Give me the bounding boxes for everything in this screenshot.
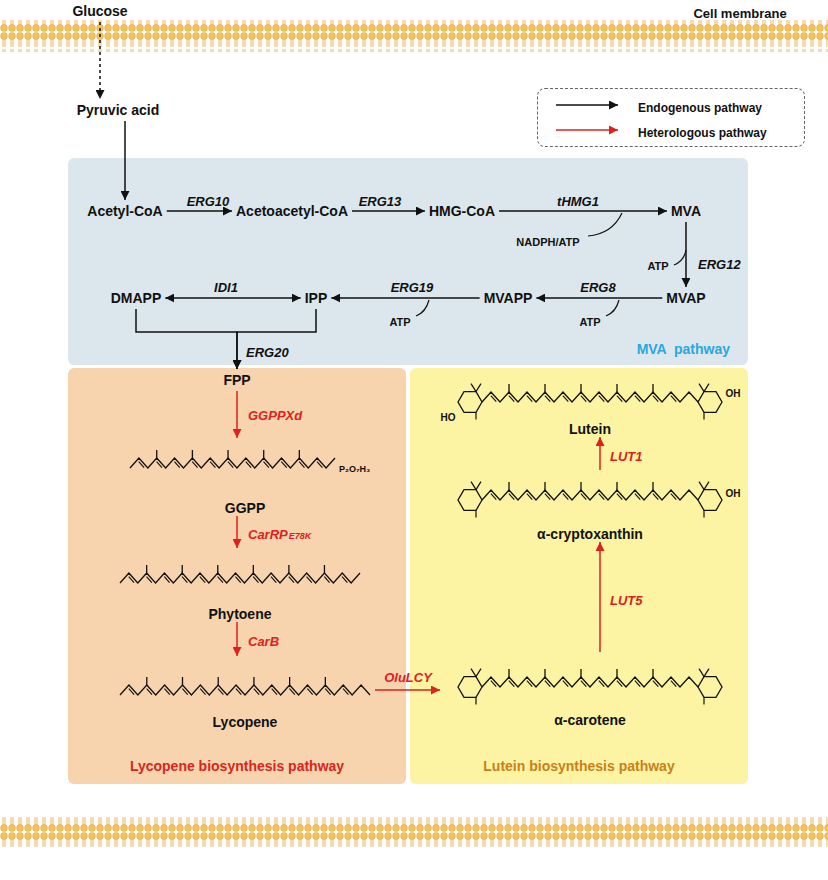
pathway-title: Lutein biosynthesis pathway [483,758,674,774]
metabolite-name: MVAPP [484,290,533,306]
pathway-arrow [685,222,687,287]
pathway-arrow [499,210,667,212]
legend-box: Endogenous pathwayHeterologous pathway [537,88,805,147]
pathway-band: Lycopene biosynthesis pathway FPP GGPP Phyt… [68,368,406,784]
pathway-arrow [599,437,601,470]
metabolite-name: α-cryptoxanthin [537,526,643,542]
enzyme-label: GGPPXd [248,408,302,423]
chem-group: P₂O₇H₃ [339,464,370,474]
structure-node: Lutein [440,375,740,437]
metabolite-label: MVA [667,200,705,222]
structure-node: Phytoene [115,548,365,622]
metabolite-name: DMAPP [111,290,162,306]
cell-membrane [0,815,828,847]
legend-text: Heterologous pathway [638,121,767,146]
pathway-arrow [236,516,238,548]
cofactor-curves [416,213,686,316]
pathway-arrow [352,210,425,212]
cofactor-label: NADPH/ATP [516,236,579,248]
enzyme-label: LUT1 [610,449,643,464]
chem-group: HO [441,412,456,423]
metabolite-name: Lutein [569,421,611,437]
metabolite-label: Acetoacetyl-CoA [232,200,352,222]
metabolite-name: Acetoacetyl-CoA [236,203,348,219]
structure-node: Lycopene [115,656,375,730]
metabolite-label: HMG-CoA [425,200,499,222]
cofactor-label: ATP [579,316,600,328]
structure-node: α-carotene [440,652,740,728]
pathway-arrow [331,297,479,299]
pathway-arrow [599,542,601,652]
metabolite-label: Glucose [68,0,131,22]
pathway-band: Lutein biosynthesis pathway α-carotene α-c… [410,368,748,784]
structure-node: α-cryptoxanthin [440,470,740,542]
enzyme-label: ERG20 [246,345,289,360]
metabolite-name: Lycopene [213,714,278,730]
cell-membrane [0,20,828,52]
metabolite-name: FPP [223,372,250,388]
superscript: E78K [289,531,312,541]
pathway-arrow [99,22,101,99]
enzyme-label: ERG19 [391,280,434,295]
pathway-arrow [167,210,232,212]
pathway-arrow [236,622,238,656]
metabolite-name: GGPP [225,500,265,516]
band-fill [68,158,748,365]
metabolite-name: Glucose [72,3,127,19]
metabolite-label: DMAPP [107,287,166,309]
metabolite-name: Acetyl-CoA [87,203,162,219]
enzyme-label: LUT5 [610,593,643,608]
band-fill [68,368,406,784]
metabolite-label: Acetyl-CoA [83,200,166,222]
pathway-arrow [124,121,126,200]
band-fill [410,368,748,784]
chem-group: OH [726,388,741,399]
metabolite-name: HMG-CoA [429,203,495,219]
membrane-label: Cell membrane [693,6,786,21]
enzyme-label: ERG8 [580,280,615,295]
metabolite-name: α-carotene [554,712,626,728]
structure-node: GGPP [120,438,370,516]
enzyme-label: IDI1 [214,280,238,295]
enzyme-label: ERG12 [698,257,741,272]
metabolite-label: IPP [301,287,332,309]
metabolite-name: MVAP [666,290,705,306]
pathway-arrow [375,689,440,691]
enzyme-label: OluLCY [384,670,432,685]
pathway-arrow [536,297,662,299]
enzyme-label: ERG13 [359,194,402,209]
metabolite-name: Phytoene [208,606,271,622]
pathway-arrow [136,309,237,369]
cofactor-label: ATP [647,260,668,272]
metabolite-name: MVA [671,203,701,219]
chem-group: OH [726,488,741,499]
enzyme-label: ERG10 [187,194,230,209]
pathway-title: Lycopene biosynthesis pathway [130,758,344,774]
metabolite-label: FPP [219,369,254,391]
pathway-title: MVA pathway [637,341,730,357]
legend-text: Endogenous pathway [638,96,767,121]
metabolite-label: MVAPP [480,287,537,309]
pathway-arrow [165,297,300,299]
metabolite-label: Pyruvic acid [73,99,164,121]
cofactor-label: ATP [389,316,410,328]
enzyme-label: tHMG1 [557,194,599,209]
pathway-arrow [237,309,316,369]
metabolite-label: MVAP [662,287,709,309]
enzyme-label: CarRP [248,527,288,542]
pathway-band: MVA pathway Acetyl-CoA Acetoacetyl-CoA HMG-… [68,158,748,365]
enzyme-label: CarB [248,634,279,649]
pathway-arrow [236,391,238,438]
metabolite-name: IPP [305,290,328,306]
metabolite-name: Pyruvic acid [77,102,160,118]
